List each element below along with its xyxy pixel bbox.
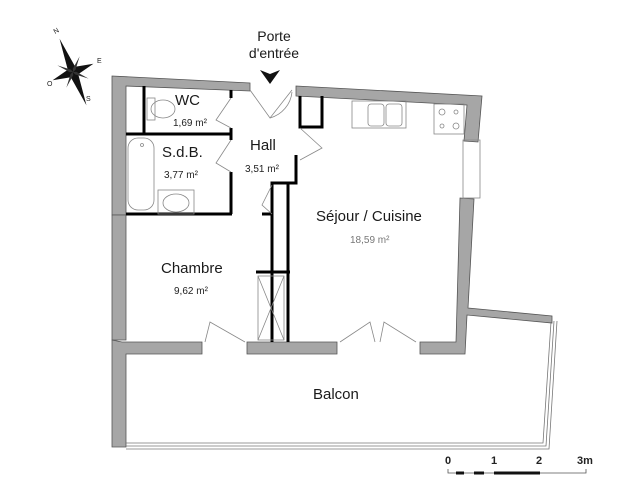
entrance-label: Porte d'entrée (244, 28, 304, 62)
entry-arrow-icon (260, 70, 280, 84)
entrance-line1: Porte (257, 28, 291, 44)
room-sejour-area: 18,59 m² (350, 235, 390, 246)
scale-tick-1: 1 (491, 455, 498, 467)
doors (204, 89, 417, 343)
room-wc-area: 1,69 m² (173, 118, 207, 129)
compass-o: O (47, 81, 53, 88)
entrance-line2: d'entrée (248, 45, 300, 61)
balcony-railing (126, 320, 558, 450)
room-sejour-name: Séjour / Cuisine (316, 208, 422, 225)
room-chambre-name: Chambre (161, 260, 223, 277)
exterior-walls (111, 75, 553, 448)
scale-tick-0: 0 (445, 455, 452, 467)
room-hall-area: 3,51 m² (245, 164, 279, 175)
room-sdb-name: S.d.B. (162, 144, 203, 161)
scale-tick-3m: 3m (577, 455, 593, 467)
compass-rose-icon (52, 38, 94, 106)
compass-e: E (97, 58, 102, 65)
compass-s: S (86, 96, 91, 103)
fixtures (127, 97, 465, 215)
room-chambre-area: 9,62 m² (174, 286, 208, 297)
scale-tick-2: 2 (536, 455, 543, 467)
room-sdb-area: 3,77 m² (164, 170, 198, 181)
window-right (462, 139, 481, 199)
room-hall-name: Hall (250, 137, 276, 154)
scale-bar (447, 469, 587, 475)
room-balcon-name: Balcon (313, 386, 359, 403)
room-wc-name: WC (175, 92, 200, 109)
